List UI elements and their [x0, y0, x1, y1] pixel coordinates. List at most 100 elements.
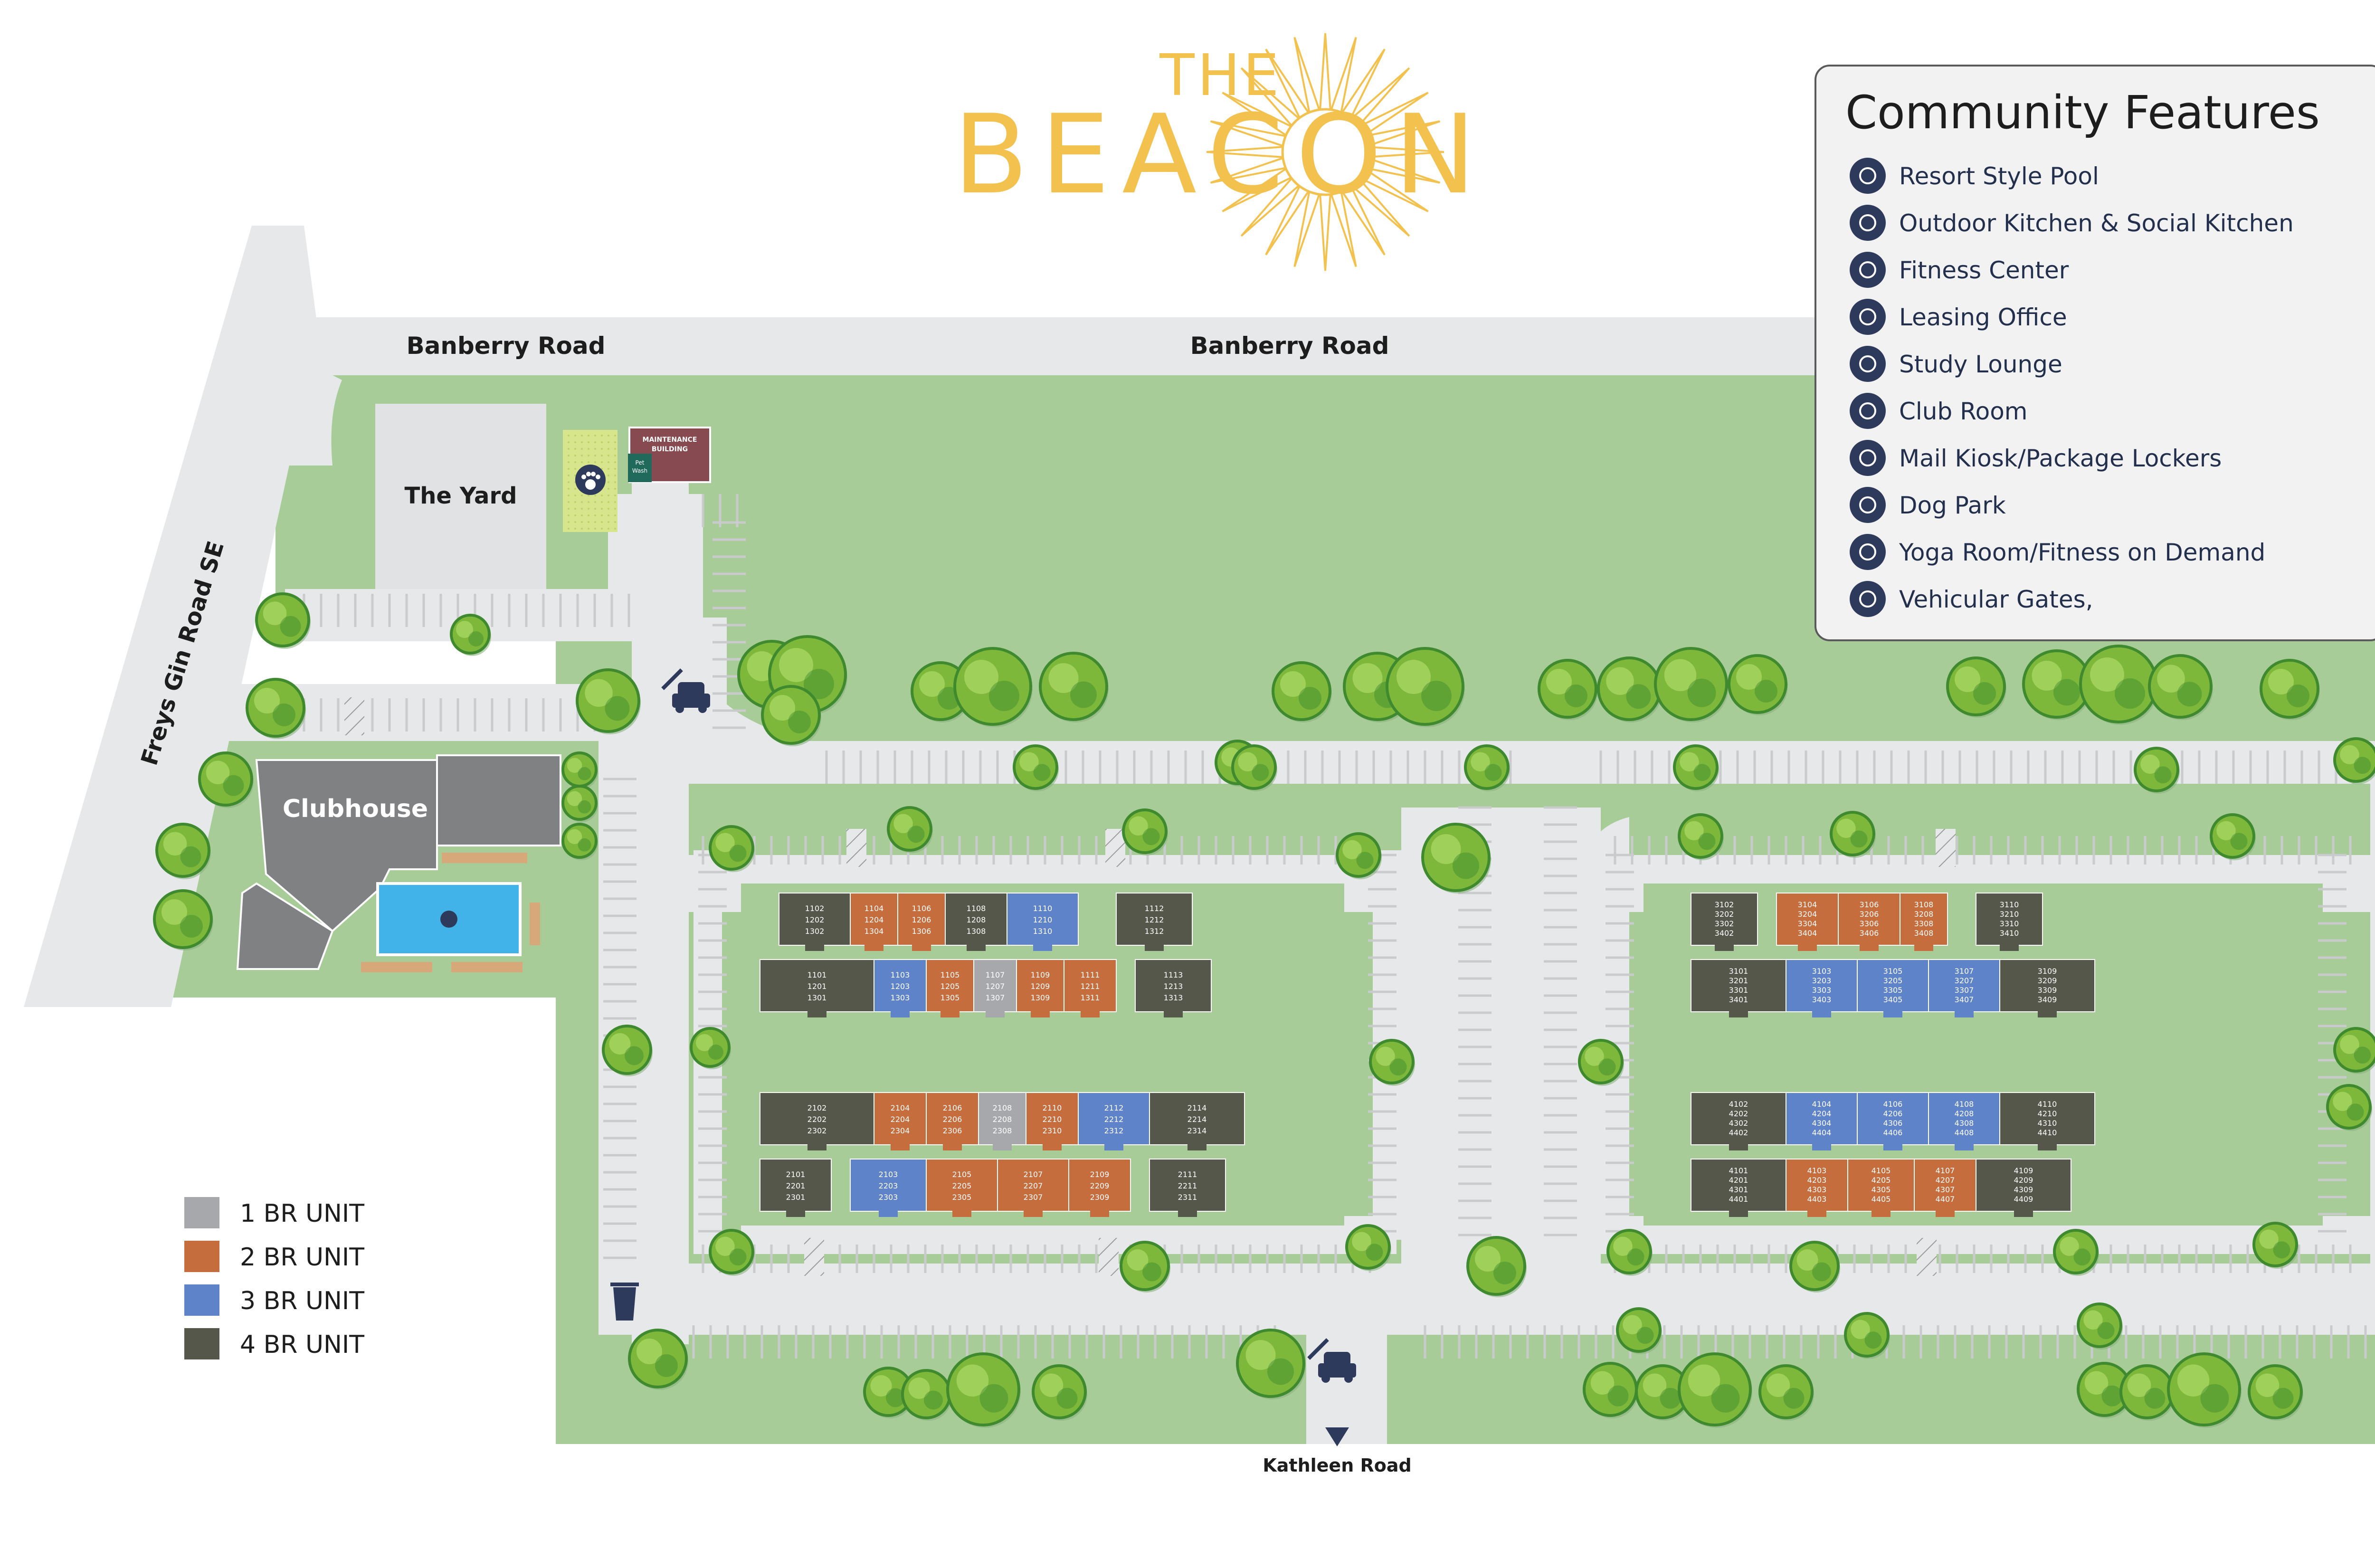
unit-number: 1201	[808, 982, 827, 991]
unit-number: 2214	[1188, 1115, 1207, 1124]
tree	[561, 823, 598, 860]
unit-number: 4210	[2038, 1109, 2057, 1118]
feature-item: Vehicular Gates,	[1850, 581, 2093, 617]
unit-number: 4404	[1812, 1128, 1832, 1137]
unit-number: 3104	[1798, 900, 1817, 909]
unit-number: 3303	[1812, 986, 1832, 995]
unit-number: 1107	[986, 970, 1005, 979]
unit-number: 1208	[967, 915, 986, 924]
tree	[1830, 811, 1876, 858]
tree	[1336, 832, 1382, 879]
yoga-icon	[1850, 534, 1886, 570]
unit-number: 2102	[808, 1103, 827, 1112]
unit-number: 1301	[808, 993, 827, 1002]
unit-number: 3308	[1914, 919, 1934, 928]
feature-item: Outdoor Kitchen & Social Kitchen	[1850, 205, 2294, 241]
unit-number: 4203	[1807, 1176, 1827, 1185]
logo-the: THE	[1159, 43, 1282, 109]
unit-number: 1113	[1164, 970, 1183, 979]
gate-icon	[661, 668, 710, 713]
tree	[1606, 1229, 1653, 1276]
unit-number: 3205	[1883, 976, 1903, 985]
unit-number: 1206	[912, 915, 931, 924]
pet-wash	[628, 454, 652, 482]
unit-number: 2106	[943, 1103, 962, 1112]
unit-number: 2112	[1104, 1103, 1124, 1112]
unit-number: 3201	[1729, 976, 1748, 985]
unit-number: 3306	[1860, 919, 1879, 928]
tree	[1421, 823, 1491, 893]
unit-number: 2201	[786, 1181, 806, 1190]
unit-number: 2303	[879, 1193, 898, 1202]
beacon-logo: THE BEACON	[953, 33, 1476, 271]
unit-number: 3302	[1715, 919, 1734, 928]
tree	[709, 1229, 755, 1276]
tree	[1120, 1241, 1170, 1292]
unit-number: 1209	[1031, 982, 1050, 991]
feature-item: Resort Style Pool	[1850, 158, 2099, 194]
unit-number: 3110	[2000, 900, 2019, 909]
feature-label: Study Lounge	[1899, 351, 2062, 378]
unit-number: 3305	[1883, 986, 1903, 995]
tree	[2077, 1362, 2132, 1418]
tree	[1597, 656, 1662, 722]
tree	[709, 825, 755, 872]
entrance-arrow-icon	[1325, 1427, 1349, 1446]
unit-number: 4409	[2014, 1195, 2033, 1204]
unit-number: 4103	[1807, 1166, 1827, 1175]
unit-number: 4105	[1872, 1166, 1891, 1175]
tree	[2079, 645, 2158, 725]
paw-icon	[575, 465, 606, 495]
leasing-office-icon	[1850, 299, 1886, 335]
study-lounge-icon	[1850, 346, 1886, 382]
tree	[255, 592, 311, 649]
unit-number: 1207	[986, 982, 1005, 991]
features-title: Community Features	[1845, 86, 2320, 139]
tree	[1678, 1352, 1752, 1428]
unit-number: 2302	[808, 1126, 827, 1135]
unit-number: 3210	[2000, 910, 2019, 919]
unit-number: 1213	[1164, 982, 1183, 991]
banberry-road-label-left: Banberry Road	[407, 332, 606, 360]
unit-number: 4208	[1955, 1109, 1974, 1118]
unit-number: 3310	[2000, 919, 2019, 928]
unit-number: 2306	[943, 1126, 962, 1135]
unit-number: 2108	[993, 1103, 1012, 1112]
unit-number: 1311	[1081, 993, 1100, 1002]
unit-number: 3401	[1729, 995, 1748, 1004]
unit-number: 2310	[1043, 1126, 1062, 1135]
legend-item: 3 BR UNIT	[184, 1284, 364, 1316]
tree	[1538, 659, 1598, 720]
unit-number: 2314	[1188, 1126, 1207, 1135]
unit-number: 1303	[891, 993, 910, 1002]
unit-number: 1205	[940, 982, 960, 991]
the-yard-label: The Yard	[405, 483, 517, 509]
trash-icon	[610, 1283, 639, 1321]
unit-number: 3304	[1798, 919, 1817, 928]
unit-number: 3405	[1883, 995, 1903, 1004]
gate-icon	[1850, 581, 1886, 617]
tree	[2167, 1352, 2242, 1428]
tree	[690, 1027, 731, 1069]
unit-number: 3209	[2038, 976, 2057, 985]
tree	[2252, 1222, 2299, 1269]
unit-number: 1308	[967, 927, 986, 936]
unit-number: 2103	[879, 1170, 898, 1179]
unit-number: 4109	[2014, 1166, 2033, 1175]
unit-number: 1105	[940, 970, 960, 979]
tree	[155, 823, 211, 879]
